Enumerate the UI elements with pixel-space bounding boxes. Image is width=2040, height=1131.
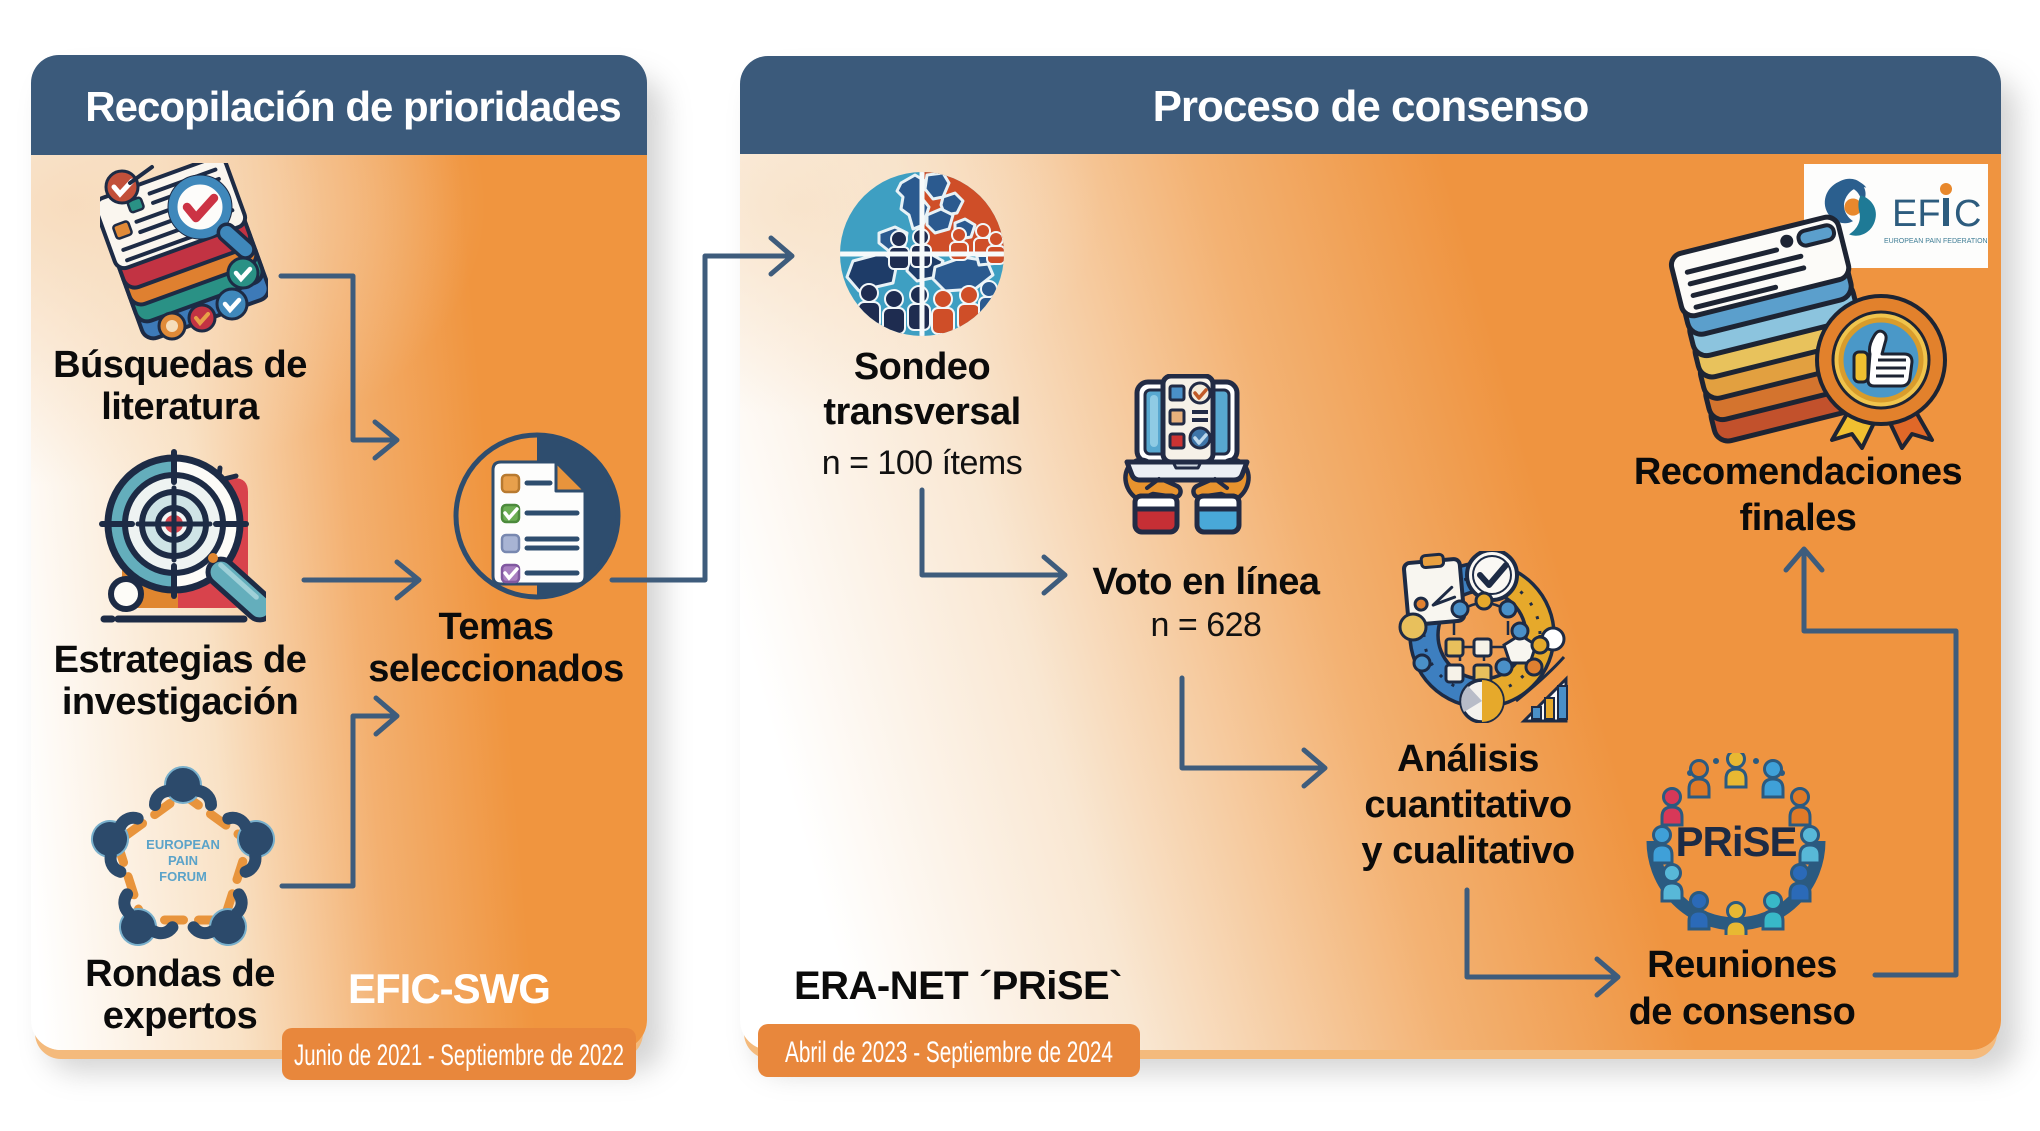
svg-text:PAIN: PAIN: [168, 853, 198, 868]
svg-text:Junio de 2021 - Septiembre de: Junio de 2021 - Septiembre de 2022: [294, 1039, 624, 1072]
svg-text:FORUM: FORUM: [159, 869, 207, 884]
svg-text:EUROPEAN PAIN FEDERATION: EUROPEAN PAIN FEDERATION: [1884, 238, 1988, 245]
svg-text:C: C: [1954, 193, 1981, 235]
svg-text:Abril de 2023 - Septiembre de: Abril de 2023 - Septiembre de 2024: [785, 1036, 1113, 1069]
svg-text:PRiSE: PRiSE: [1675, 818, 1796, 865]
svg-text:EUROPEAN: EUROPEAN: [146, 837, 220, 852]
svg-text:EF: EF: [1892, 193, 1941, 235]
